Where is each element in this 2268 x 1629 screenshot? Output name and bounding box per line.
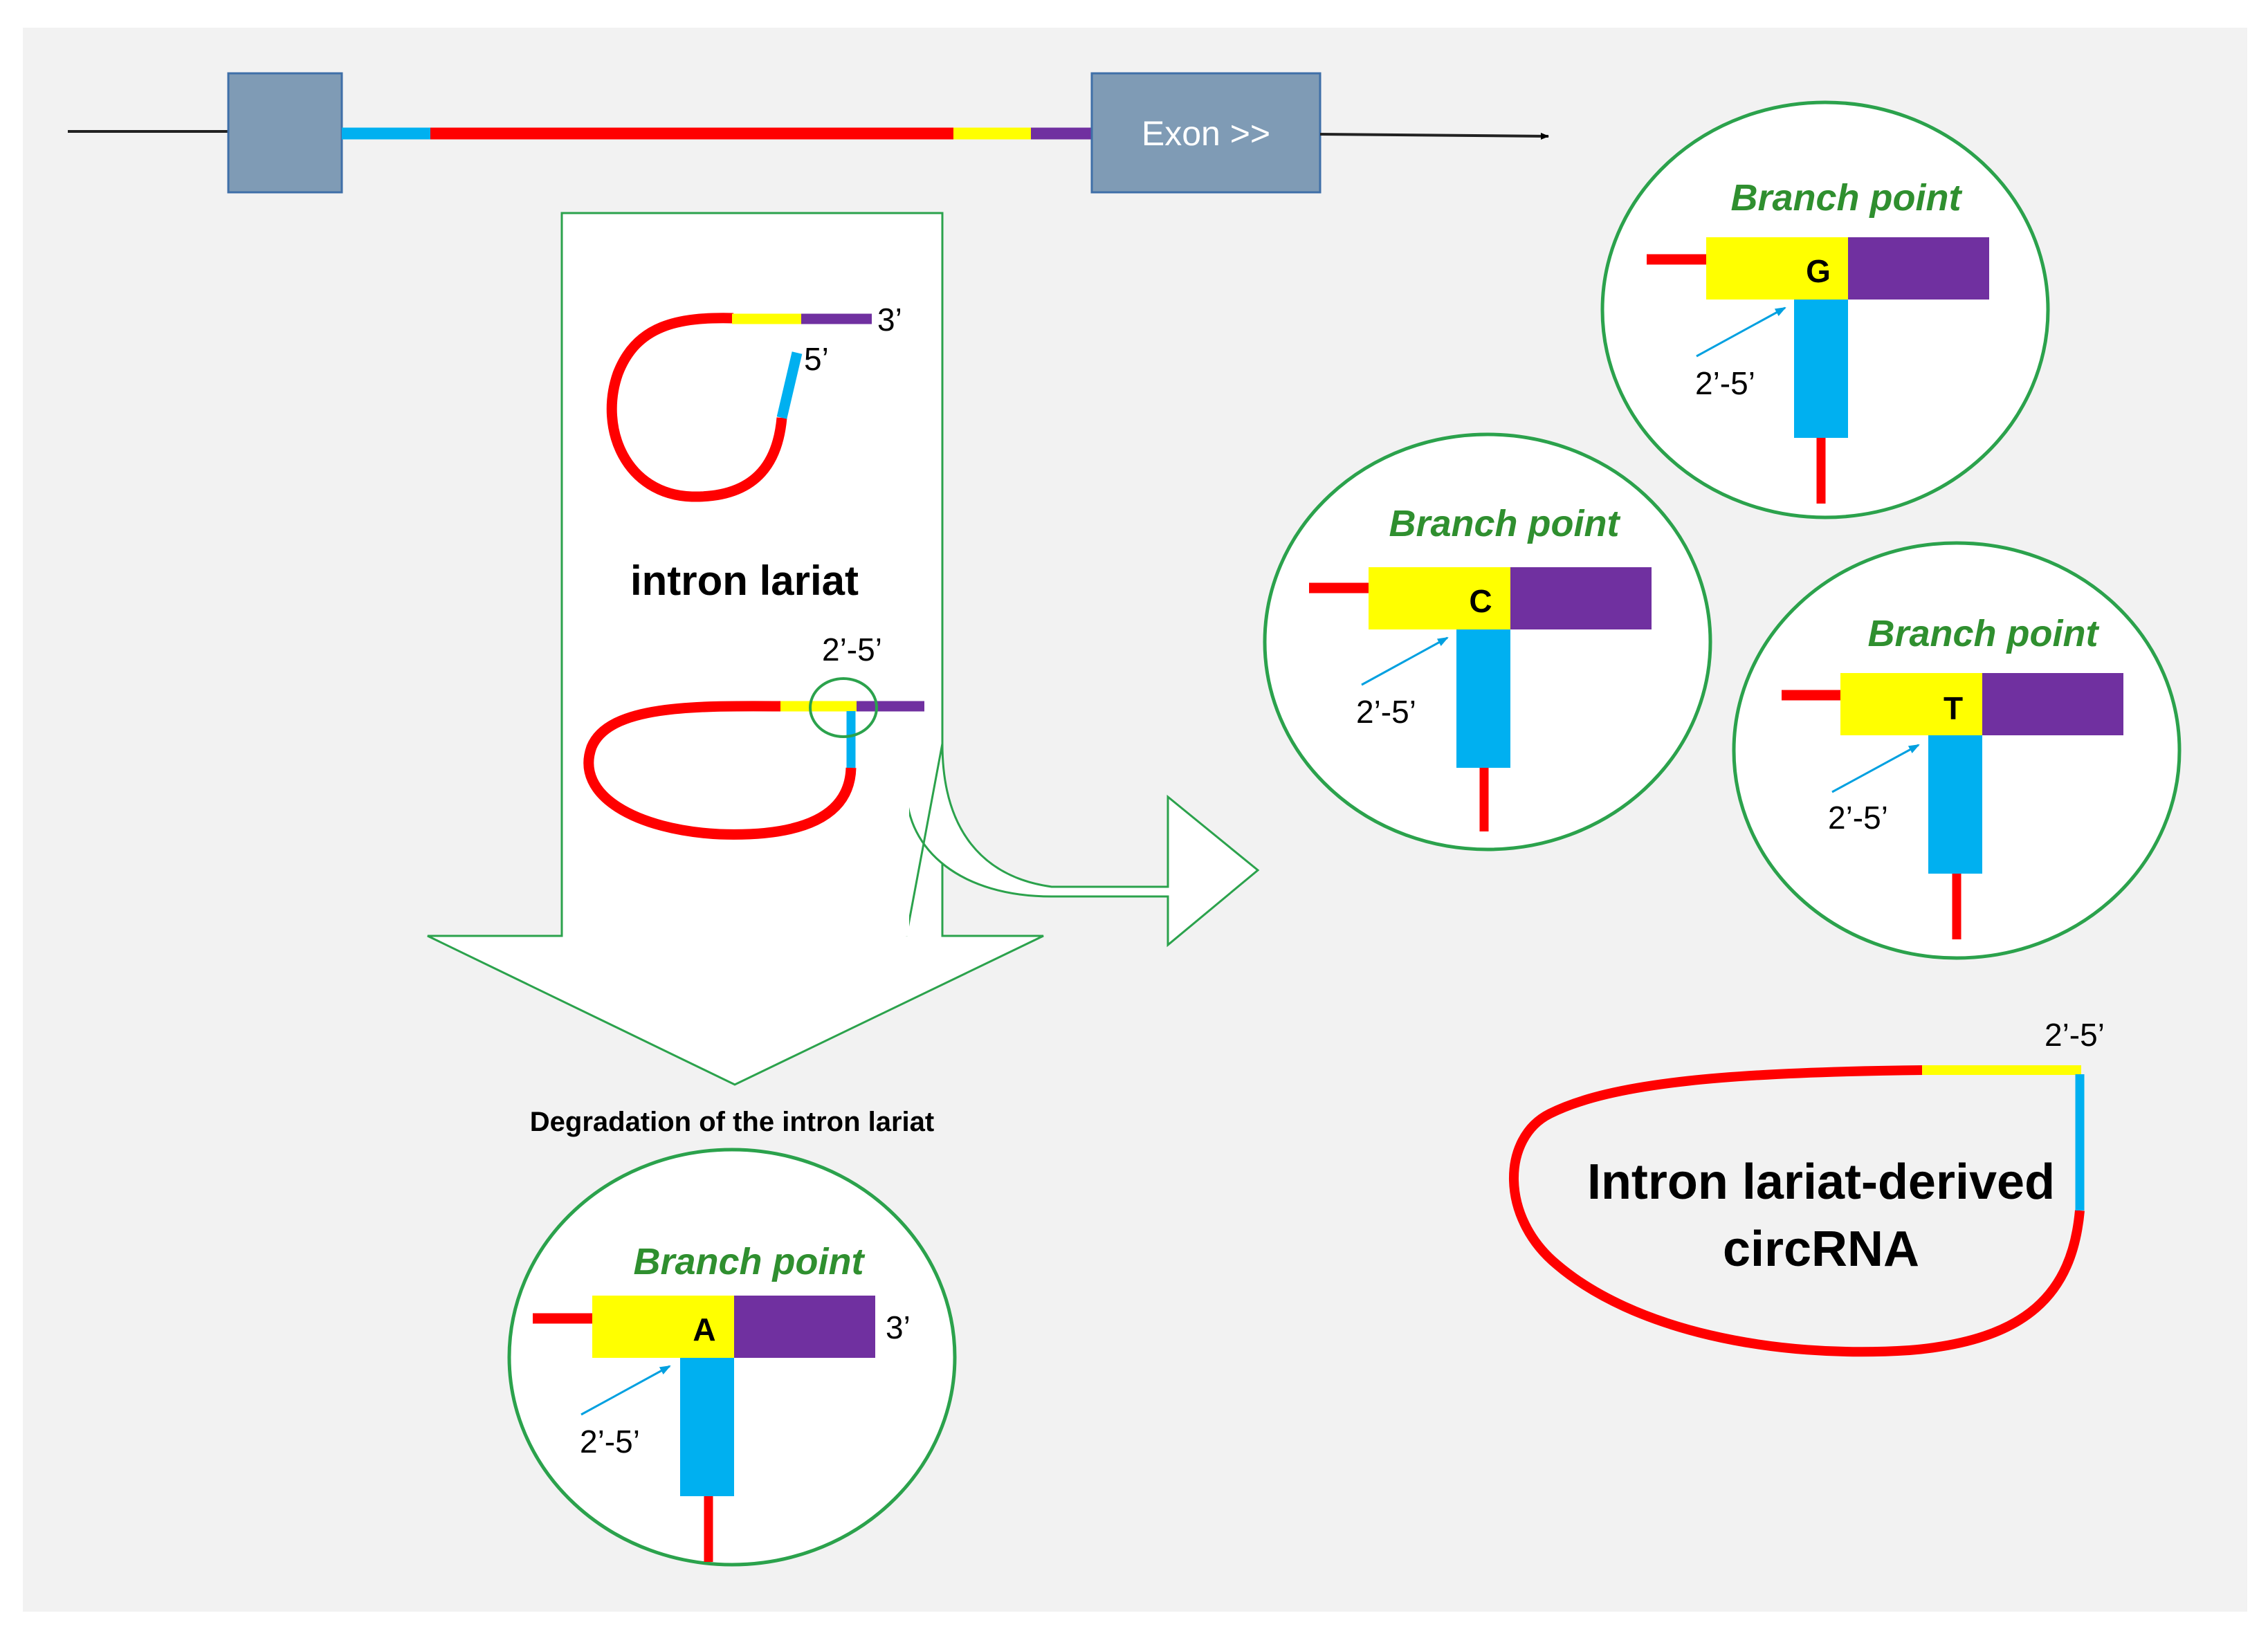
lariat-open-blue — [776, 351, 803, 419]
lariat-closed-red-loop — [583, 701, 857, 840]
degradation-label: Degradation of the intron lariat — [530, 1107, 934, 1137]
purple-box-t — [1982, 673, 2123, 735]
curved-right-arrow-outline — [905, 743, 1260, 948]
lariat-closed-bond: 2’-5’ — [822, 632, 882, 668]
yellow-box-a — [592, 1296, 734, 1358]
blue-stem-g — [1794, 300, 1848, 438]
bond-label-a: 2’-5’ — [580, 1424, 640, 1460]
branch-point-title-c: Branch point — [1389, 503, 1621, 544]
base-letter-c: C — [1469, 583, 1492, 619]
yellow-box-t — [1840, 673, 1982, 735]
lariat-label: intron lariat — [630, 558, 859, 604]
blue-stem-t — [1928, 735, 1982, 874]
base-letter-t: T — [1944, 690, 1963, 726]
bond-arrow-c — [1361, 636, 1449, 686]
lariat-open-3prime: 3’ — [877, 302, 902, 338]
blue-stem-c — [1456, 629, 1510, 768]
bond-label-c: 2’-5’ — [1356, 694, 1416, 730]
gene-structure: Exon >> — [68, 72, 1549, 194]
purple-box-a — [734, 1296, 875, 1358]
bond-label-g: 2’-5’ — [1695, 365, 1755, 401]
down-arrow-outline — [427, 212, 1044, 1086]
lariat-open: 3’ 5’ — [606, 302, 902, 502]
circrna-bond: 2’-5’ — [2045, 1017, 2105, 1053]
yellow-box-c — [1369, 567, 1510, 629]
purple-box-c — [1510, 567, 1652, 629]
branch-site-circle — [809, 677, 878, 738]
base-letter-a: A — [693, 1312, 715, 1347]
bond-arrow-t — [1831, 744, 1920, 793]
branch-point-circle-c: Branch point C 2’-5’ — [1263, 432, 1712, 852]
three-prime-label-a: 3’ — [886, 1309, 911, 1345]
downstream-arrow — [1319, 132, 1549, 140]
base-letter-g: G — [1806, 253, 1831, 289]
bond-arrow-g — [1696, 306, 1786, 358]
lariat-open-red-loop — [606, 313, 787, 502]
purple-box-g — [1848, 237, 1989, 300]
branch-point-circle-t: Branch point T 2’-5’ — [1732, 541, 2182, 960]
branch-point-title-t: Branch point — [1868, 613, 2100, 654]
branch-point-title-a: Branch point — [634, 1241, 866, 1282]
branch-point-circle-g: Branch point G 2’-5’ — [1600, 100, 2050, 519]
branch-point-title-g: Branch point — [1731, 177, 1963, 219]
lariat-closed: 2’-5’ — [583, 632, 924, 840]
circrna-red-loop — [1509, 1065, 2085, 1357]
bond-label-t: 2’-5’ — [1828, 800, 1888, 836]
yellow-box-g — [1706, 237, 1848, 300]
exon-label: Exon >> — [1142, 114, 1270, 153]
lariat-open-5prime: 5’ — [804, 341, 829, 377]
circrna-label-line1: Intron lariat-derived — [1587, 1154, 2055, 1210]
bond-arrow-a — [580, 1365, 671, 1416]
circrna: 2’-5’ Intron lariat-derived circRNA — [1509, 1017, 2105, 1357]
blue-stem-a — [680, 1358, 734, 1496]
branch-point-circle-a: Branch point A 3’ 2’-5’ — [507, 1148, 957, 1567]
exon-box-left — [227, 72, 343, 194]
exon-box-right — [1090, 72, 1322, 194]
circrna-label-line2: circRNA — [1723, 1222, 1919, 1277]
